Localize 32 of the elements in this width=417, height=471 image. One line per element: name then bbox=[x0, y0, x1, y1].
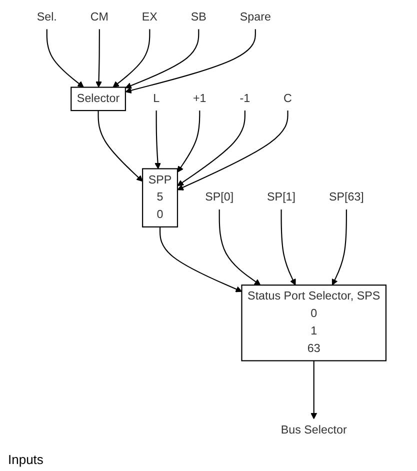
node-text: +1 bbox=[193, 92, 206, 105]
arrow bbox=[177, 110, 288, 190]
arrow bbox=[98, 110, 143, 182]
node-text: CM bbox=[90, 10, 108, 24]
node-text: SP[1] bbox=[267, 191, 296, 204]
node-text: L bbox=[153, 92, 160, 105]
bracket-label: Inputs bbox=[8, 452, 44, 467]
arrow bbox=[112, 29, 150, 88]
node-text: Sel. bbox=[36, 10, 57, 24]
node-text: SB bbox=[190, 10, 206, 24]
arrow bbox=[310, 360, 318, 420]
arrow bbox=[177, 110, 200, 172]
arrow bbox=[46, 29, 84, 88]
arrow bbox=[96, 29, 102, 88]
node-text: -1 bbox=[240, 92, 250, 105]
node-text: EX bbox=[142, 10, 158, 24]
node-box: Selector bbox=[70, 86, 126, 112]
arrow bbox=[332, 209, 347, 286]
node-text: Bus Selector bbox=[280, 424, 347, 436]
arrow bbox=[125, 29, 256, 94]
node-text: Spare bbox=[240, 10, 271, 24]
node-box: Status Port Selector, SPS 0 1 63 bbox=[241, 284, 386, 362]
arrow bbox=[154, 110, 161, 170]
arrow bbox=[125, 29, 200, 89]
arrow bbox=[177, 110, 246, 186]
node-box: SPP 5 0 bbox=[142, 168, 178, 228]
node-text: SP[63] bbox=[328, 191, 364, 204]
arrow bbox=[280, 209, 296, 286]
node-text: SP[0] bbox=[205, 191, 234, 204]
arrow bbox=[159, 226, 242, 292]
node-text: C bbox=[284, 92, 292, 105]
arrow bbox=[218, 209, 261, 286]
